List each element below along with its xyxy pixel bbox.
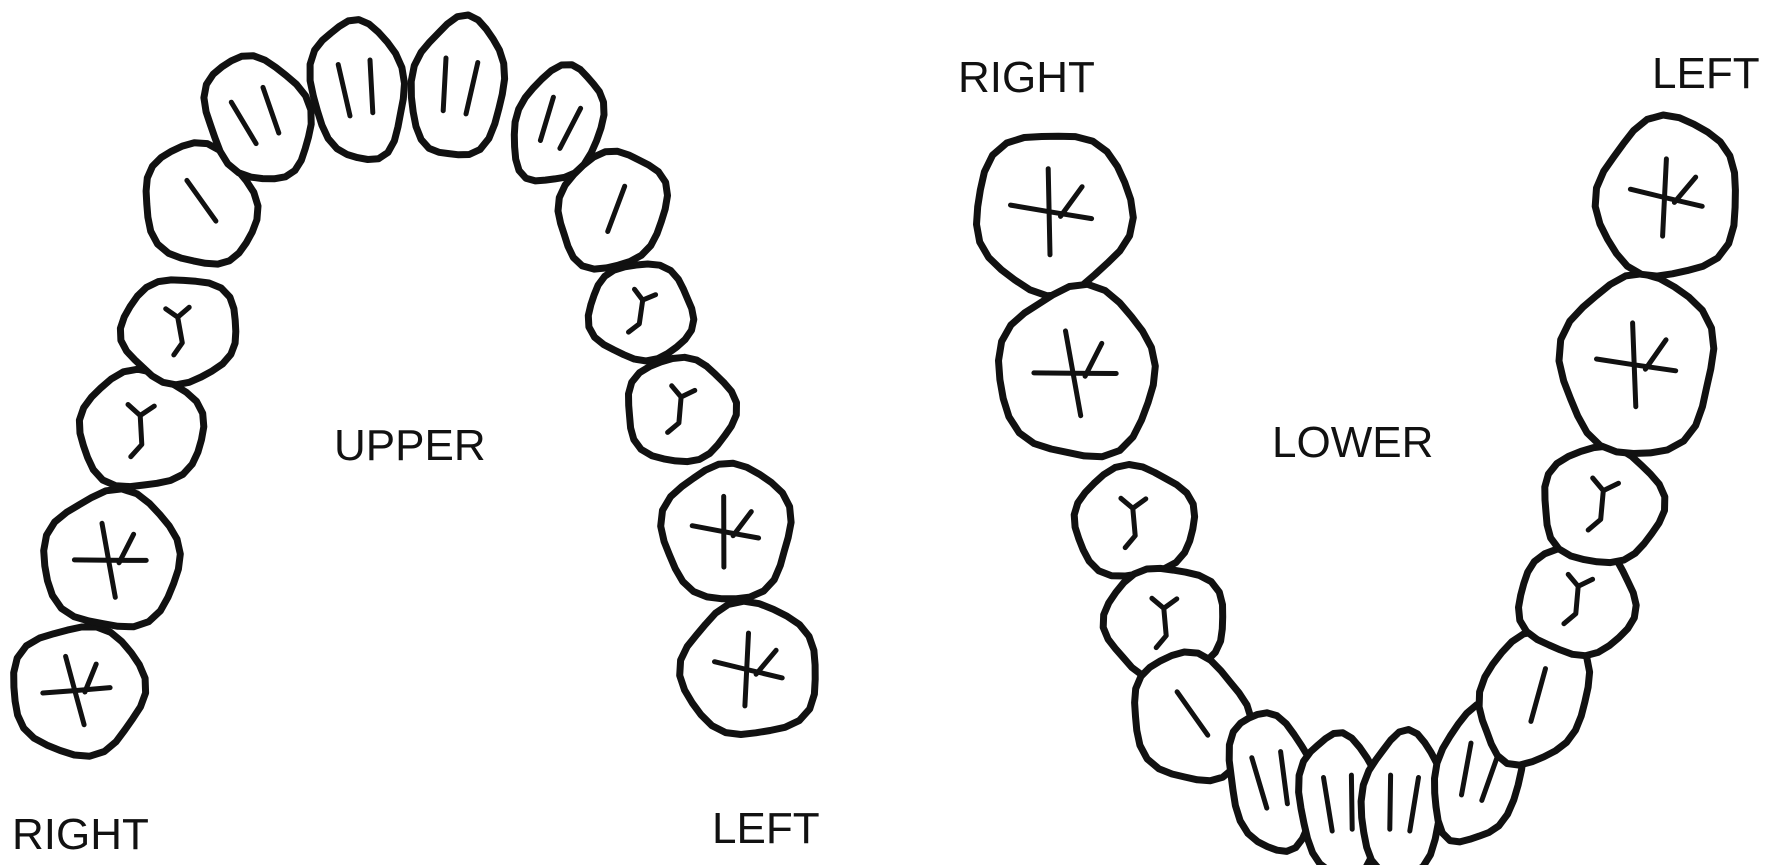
- upper-tooth-molar: [44, 489, 181, 627]
- lower-left-label: LEFT: [1652, 49, 1760, 98]
- upper-tooth-molar: [661, 463, 791, 599]
- tooth-groove: [443, 58, 446, 111]
- upper-label: UPPER: [334, 421, 486, 470]
- lower-arch: [977, 115, 1736, 865]
- upper-tooth-premolar: [79, 369, 203, 486]
- lower-tooth-molar: [1595, 115, 1735, 276]
- lower-tooth-premolar: [1074, 465, 1194, 577]
- upper-right-label: RIGHT: [12, 810, 149, 859]
- lower-tooth-incisor: [1361, 730, 1442, 865]
- tooth-groove: [370, 60, 373, 113]
- tooth-groove: [1390, 775, 1391, 829]
- tooth-groove: [1048, 169, 1050, 255]
- lower-label: LOWER: [1272, 418, 1433, 467]
- lower-tooth-premolar: [1545, 446, 1665, 562]
- lower-tooth-molar: [1559, 274, 1714, 454]
- upper-arch: [14, 15, 816, 756]
- tooth-groove: [1351, 775, 1352, 829]
- tooth-outline: [411, 15, 504, 155]
- lower-right-label: RIGHT: [958, 53, 1095, 102]
- upper-left-label: LEFT: [712, 804, 820, 853]
- tooth-outline: [310, 20, 404, 160]
- upper-tooth-incisor: [310, 20, 404, 160]
- tooth-outline: [1545, 446, 1665, 562]
- upper-tooth-incisor: [411, 15, 504, 155]
- upper-tooth-molar: [14, 627, 146, 756]
- tooth-outline: [977, 136, 1134, 296]
- tooth-groove: [1633, 323, 1636, 407]
- tooth-outline: [1361, 730, 1442, 865]
- upper-tooth-premolar: [588, 264, 694, 361]
- lower-tooth-molar: [999, 284, 1156, 456]
- tooth-outline: [999, 284, 1156, 456]
- lower-tooth-molar: [977, 136, 1134, 296]
- upper-tooth-premolar: [629, 357, 737, 461]
- upper-tooth-molar: [680, 601, 816, 734]
